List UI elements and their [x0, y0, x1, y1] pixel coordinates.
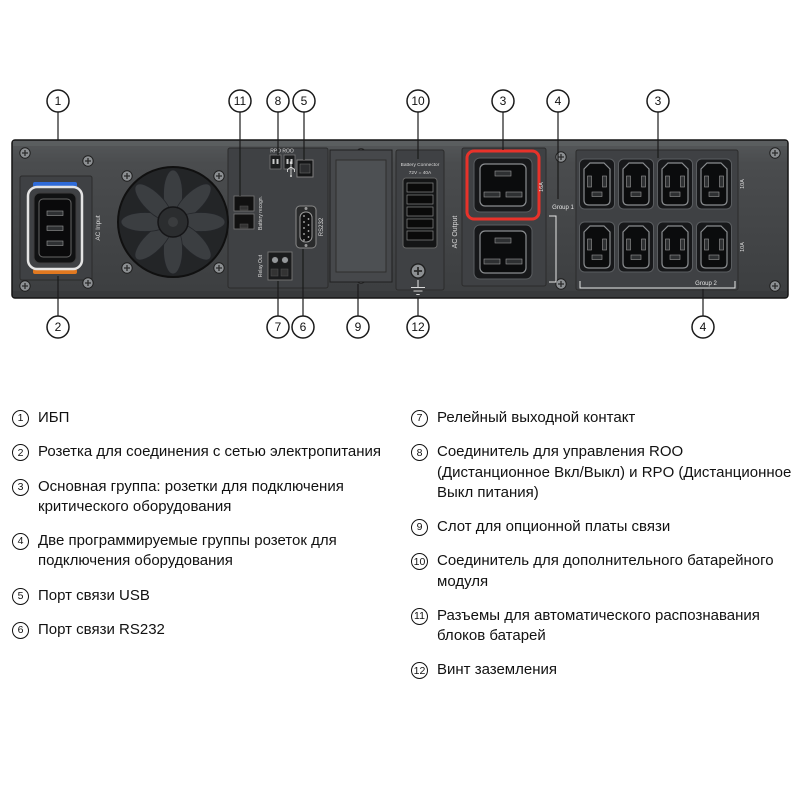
battery-recognition-ports — [233, 195, 255, 230]
legend-text-2: Розетка для соединения с сетью электропи… — [38, 443, 382, 461]
callout-1: 1 — [46, 89, 70, 140]
rs232-label: RS232 — [319, 217, 325, 236]
svg-text:4: 4 — [700, 320, 707, 334]
battery-connector-label-line1: Battery Connector — [401, 162, 440, 168]
callout-6: 6 — [291, 249, 315, 339]
legend-number-7: 7 — [411, 410, 428, 427]
battery-connector: Battery Connector 72V = 40A — [401, 162, 440, 249]
ground-icon — [411, 280, 425, 296]
legend-text-3: Основная группа: розетки для подключения… — [38, 477, 344, 515]
callout-12: 12 — [406, 297, 430, 339]
legend-text-11: Разъемы для автоматического распознавани… — [437, 606, 760, 644]
usb-port — [296, 159, 314, 178]
c19-outlet-group1 — [473, 224, 533, 280]
group1-bracket — [549, 215, 557, 283]
legend-item-1: 1 ИБП — [12, 408, 397, 428]
legend-number-12: 12 — [411, 662, 428, 680]
legend-text-10: Соединитель для дополнительного батарейн… — [437, 552, 774, 590]
callout-7: 7 — [266, 281, 290, 339]
callout-5: 5 — [292, 89, 316, 160]
callout-3-main-c13: 3 — [646, 89, 670, 158]
legend-number-3: 3 — [12, 478, 29, 496]
svg-text:1: 1 — [55, 94, 62, 108]
legend-item-9: 9 Слот для опционной платы связи — [411, 517, 792, 537]
svg-text:9: 9 — [355, 320, 362, 334]
legend-column-left: 1 ИБП 2 Розетка для соединения с сетью э… — [12, 408, 397, 695]
usb-icon — [287, 161, 295, 177]
legend-number-5: 5 — [12, 587, 29, 605]
svg-text:8: 8 — [275, 94, 282, 108]
legend-item-5: 5 Порт связи USB — [12, 586, 397, 606]
legend-item-8: 8 Соединитель для управления ROO (Дистан… — [411, 442, 792, 503]
callout-11: 11 — [228, 89, 252, 196]
legend-item-4: 4 Две программируемые группы розеток для… — [12, 531, 397, 572]
legend-number-6: 6 — [12, 621, 29, 639]
legend-number-1: 1 — [12, 410, 29, 427]
legend-number-8: 8 — [411, 444, 428, 462]
legend-number-2: 2 — [12, 444, 29, 462]
svg-text:6: 6 — [300, 320, 307, 334]
legend-text-6: Порт связи RS232 — [38, 620, 165, 638]
main-outlet-highlight — [465, 149, 541, 221]
option-card-slot — [329, 149, 393, 283]
svg-text:10: 10 — [411, 94, 425, 108]
legend-item-3: 3 Основная группа: розетки для подключен… — [12, 477, 397, 518]
svg-text:5: 5 — [301, 94, 308, 108]
battery-connector-label-line2: 72V = 40A — [409, 170, 432, 176]
legend-text-12: Винт заземления — [437, 661, 557, 679]
callout-4-group1: 4 — [546, 89, 570, 199]
svg-text:3: 3 — [655, 94, 662, 108]
c13-rating-bottom-label: 10A — [740, 242, 746, 252]
legend-item-6: 6 Порт связи RS232 — [12, 620, 397, 640]
ac-output-label: AC Output — [452, 216, 459, 249]
group1-label: Group 1 — [552, 205, 574, 211]
callout-4-group2: 4 — [691, 289, 715, 339]
legend: 1 ИБП 2 Розетка для соединения с сетью э… — [12, 408, 792, 695]
callout-9: 9 — [346, 284, 370, 339]
legend-item-11: 11 Разъемы для автоматического распознав… — [411, 606, 792, 647]
legend-number-4: 4 — [12, 533, 29, 550]
group2-bracket — [579, 281, 736, 289]
svg-text:2: 2 — [55, 320, 62, 334]
ground-screw — [410, 263, 426, 296]
legend-item-10: 10 Соединитель для дополнительного батар… — [411, 551, 792, 592]
c19-outlet-main — [465, 149, 541, 221]
rpo-roo-terminals: RPO ROO — [269, 149, 296, 170]
legend-text-7: Релейный выходной контакт — [437, 409, 636, 426]
ac-input-label: AC Input — [95, 215, 102, 240]
relay-out-label: Relay Out — [258, 254, 264, 277]
callout-8: 8 — [266, 89, 290, 155]
svg-text:11: 11 — [234, 94, 247, 108]
group2-label: Group 2 — [695, 281, 717, 287]
legend-item-7: 7 Релейный выходной контакт — [411, 408, 792, 428]
legend-number-10: 10 — [411, 553, 428, 571]
battery-recognition-label: Battery recogn. — [258, 196, 264, 230]
legend-text-9: Слот для опционной платы связи — [437, 518, 671, 535]
callout-10: 10 — [406, 89, 430, 159]
ac-input-socket — [26, 182, 84, 274]
svg-text:12: 12 — [411, 320, 425, 334]
c19-rating-label: 16A — [539, 182, 545, 192]
svg-text:3: 3 — [500, 94, 507, 108]
legend-item-2: 2 Розетка для соединения с сетью электро… — [12, 442, 397, 462]
callout-3-main-c19: 3 — [491, 89, 515, 150]
legend-number-11: 11 — [411, 607, 428, 625]
relay-out-terminal — [267, 251, 293, 281]
legend-number-9: 9 — [411, 519, 428, 536]
rs232-port — [295, 205, 317, 249]
svg-text:7: 7 — [275, 320, 282, 334]
fan — [117, 166, 229, 278]
legend-text-4: Две программируемые группы розеток для п… — [38, 532, 337, 570]
callout-2: 2 — [46, 276, 70, 339]
legend-column-right: 7 Релейный выходной контакт 8 Соединител… — [411, 408, 792, 695]
legend-text-8: Соединитель для управления ROO (Дистанци… — [437, 443, 792, 501]
ups-rear-panel-svg: AC Input RPO ROO — [11, 89, 789, 339]
rear-panel-figure: AC Input RPO ROO — [0, 0, 800, 380]
rpo-roo-label: RPO ROO — [270, 149, 294, 155]
legend-item-12: 12 Винт заземления — [411, 660, 792, 680]
c13-rating-top-label: 10A — [740, 179, 746, 189]
legend-text-5: Порт связи USB — [38, 586, 150, 604]
svg-text:4: 4 — [555, 94, 562, 108]
legend-text-1: ИБП — [38, 409, 70, 426]
